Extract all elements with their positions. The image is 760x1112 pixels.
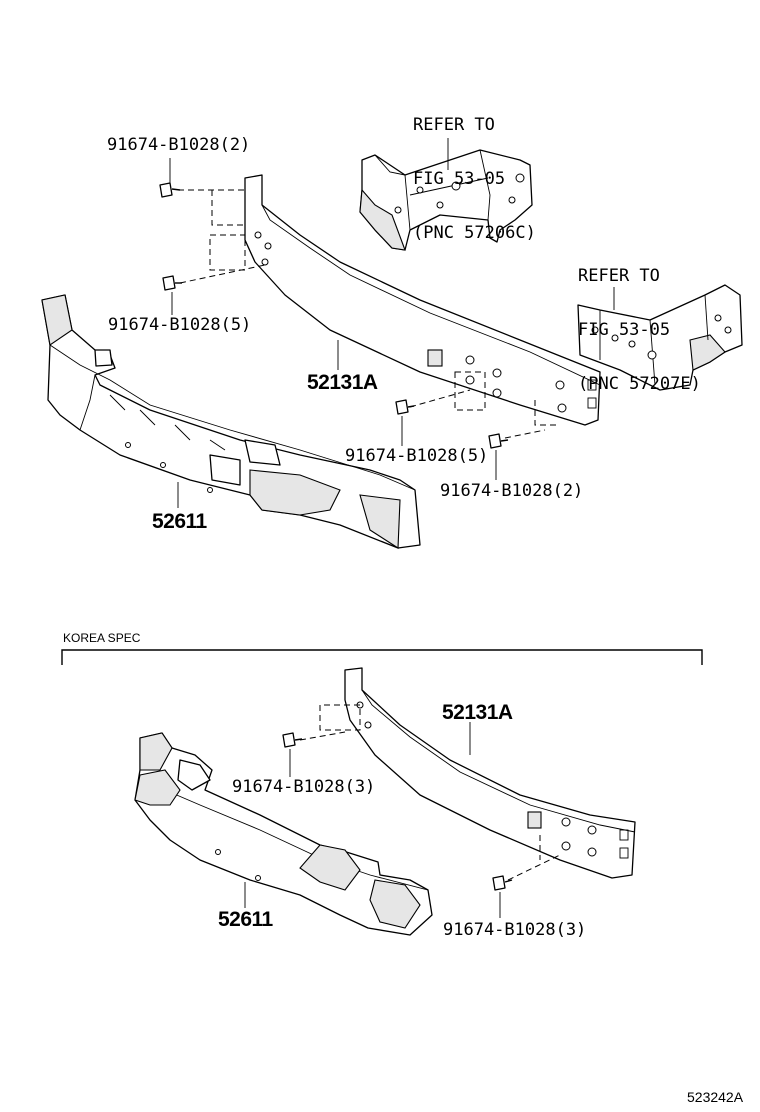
label-bolt-top-left: 91674-B1028(2) <box>107 135 251 155</box>
dash-guide-mid-left <box>179 264 266 284</box>
label-absorber-korea: 52611 <box>218 908 273 931</box>
bolt-icon-korea-right <box>492 875 513 891</box>
dash-guide-mid-right <box>409 371 486 411</box>
refer-note-upper: REFER TO FIG 53-05 (PNC 57206C) <box>413 80 536 260</box>
bolt-icon-mid-left <box>162 275 182 291</box>
bumper-energy-absorber-top <box>41 294 421 549</box>
refer-upper-line1: REFER TO <box>413 115 495 135</box>
bolt-icon-korea-left <box>282 732 303 748</box>
bolt-icon-mid-right <box>395 399 415 415</box>
label-bolt-mid-left: 91674-B1028(5) <box>108 315 252 335</box>
bolt-icon-low-right <box>488 433 509 449</box>
bumper-reinforcement-top <box>244 174 601 426</box>
bumper-energy-absorber-korea <box>134 732 433 936</box>
refer-upper-line3: (PNC 57206C) <box>413 223 536 243</box>
dash-guide-low-right <box>504 400 560 439</box>
bolt-icon-top-left <box>159 182 181 198</box>
label-reinforcement-top: 52131A <box>307 371 378 394</box>
dash-guide-korea-left <box>299 704 361 741</box>
dash-guide-upper-left <box>178 189 246 271</box>
label-bolt-low-right: 91674-B1028(2) <box>440 481 584 501</box>
label-reinforcement-korea: 52131A <box>442 701 513 724</box>
label-bolt-korea-left: 91674-B1028(3) <box>232 777 376 797</box>
front-side-member-bracket-right <box>577 284 743 391</box>
refer-right-line3: (PNC 57207E) <box>578 374 701 394</box>
refer-note-right: REFER TO FIG 53-05 (PNC 57207E) <box>578 231 701 411</box>
korea-spec-bracket-line <box>61 649 703 665</box>
korea-spec-title: KOREA SPEC <box>63 631 141 645</box>
refer-right-line2: FIG 53-05 <box>578 320 671 340</box>
refer-upper-line2: FIG 53-05 <box>413 169 506 189</box>
bumper-reinforcement-korea <box>344 667 636 879</box>
dash-guide-korea-right <box>507 835 561 881</box>
label-absorber-top: 52611 <box>152 510 207 533</box>
label-bolt-mid-right: 91674-B1028(5) <box>345 446 489 466</box>
refer-right-line1: REFER TO <box>578 266 660 286</box>
illustration-code: 523242A <box>687 1089 744 1105</box>
label-bolt-korea-right: 91674-B1028(3) <box>443 920 587 940</box>
front-side-member-bracket-upper <box>359 149 533 251</box>
